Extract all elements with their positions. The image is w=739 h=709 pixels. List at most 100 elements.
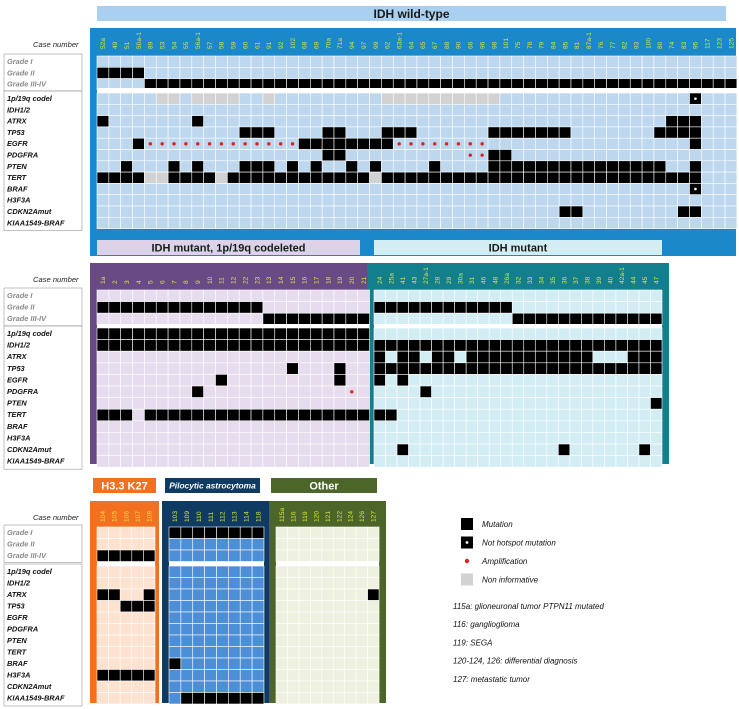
grid-cell bbox=[287, 549, 300, 562]
grid-cell bbox=[203, 217, 216, 229]
grid-cell bbox=[392, 67, 406, 79]
grid-cell bbox=[465, 301, 478, 314]
grid-cell bbox=[523, 149, 536, 162]
grid-cell bbox=[216, 565, 229, 578]
grid-cell bbox=[592, 327, 605, 340]
grid-cell bbox=[665, 104, 678, 116]
grid-cell bbox=[120, 67, 133, 79]
grid-cell bbox=[250, 67, 264, 79]
grid-cell bbox=[96, 408, 110, 422]
legend-label: Amplification bbox=[481, 557, 528, 566]
grid-cell bbox=[477, 327, 490, 340]
grid-cell bbox=[120, 350, 133, 364]
grid-cell bbox=[155, 160, 169, 173]
case-number: 123 bbox=[716, 38, 723, 49]
grid-cell bbox=[262, 408, 276, 422]
grid-cell bbox=[108, 443, 121, 456]
grid-cell bbox=[367, 600, 380, 613]
grid-cell bbox=[251, 669, 265, 682]
grid-cell bbox=[385, 455, 398, 468]
grid-cell bbox=[581, 301, 594, 314]
grid-cell bbox=[239, 577, 253, 590]
grid-cell bbox=[333, 374, 347, 387]
grid-cell bbox=[570, 205, 584, 218]
grid-cell bbox=[419, 327, 432, 340]
grid-cell bbox=[712, 205, 726, 218]
grid-cell bbox=[465, 374, 478, 387]
grid-cell bbox=[120, 171, 133, 184]
case-number: 100 bbox=[645, 38, 652, 49]
grid-cell bbox=[724, 183, 738, 195]
case-number: 118 bbox=[255, 511, 262, 522]
grid-cell bbox=[238, 194, 252, 207]
grid-cell bbox=[650, 455, 663, 468]
amplification-dot bbox=[480, 153, 484, 157]
grid-cell bbox=[523, 171, 536, 184]
grid-cell bbox=[369, 160, 382, 173]
gene-label: H3F3A bbox=[7, 196, 30, 205]
grid-cell bbox=[594, 183, 607, 195]
grid-cell bbox=[355, 565, 368, 578]
grid-cell bbox=[96, 646, 109, 659]
grid-cell bbox=[638, 455, 651, 468]
grid-cell bbox=[677, 194, 690, 207]
legend-swatch-amplification bbox=[464, 558, 470, 564]
grid-cell bbox=[419, 408, 432, 422]
grid-cell bbox=[227, 408, 240, 422]
grid-cell bbox=[638, 312, 651, 326]
grid-cell bbox=[132, 104, 145, 116]
grid-cell bbox=[227, 194, 240, 207]
amplification-dot bbox=[160, 142, 164, 146]
grid-cell bbox=[203, 115, 216, 128]
grid-cell bbox=[511, 312, 525, 326]
grid-cell bbox=[428, 55, 441, 68]
panel-title-box-wt bbox=[97, 6, 726, 21]
case-number: 20 bbox=[349, 276, 356, 284]
grid-cell bbox=[108, 149, 121, 162]
gene-label: H3F3A bbox=[7, 433, 30, 442]
grid-cell bbox=[369, 149, 382, 162]
grid-cell bbox=[108, 67, 121, 79]
grid-cell bbox=[96, 183, 110, 195]
grid-cell bbox=[168, 646, 182, 659]
grid-cell bbox=[120, 55, 133, 68]
grid-cell bbox=[488, 312, 502, 326]
grid-cell bbox=[653, 149, 667, 162]
grid-cell bbox=[262, 385, 276, 398]
case-number: 84 bbox=[551, 41, 558, 49]
grid-cell bbox=[558, 217, 572, 229]
gene-label: BRAF bbox=[7, 422, 28, 431]
grid-cell bbox=[321, 137, 335, 150]
grid-cell bbox=[558, 149, 572, 162]
grid-cell bbox=[465, 443, 478, 456]
grid-cell bbox=[629, 160, 643, 173]
grid-cell bbox=[238, 339, 252, 352]
grid-cell bbox=[367, 646, 380, 659]
grid-cell bbox=[665, 205, 678, 218]
grid-cell bbox=[144, 443, 157, 456]
case-number: 76 bbox=[598, 41, 605, 49]
grid-cell bbox=[618, 217, 631, 229]
grid-cell bbox=[373, 455, 386, 468]
grid-cell bbox=[650, 397, 663, 410]
grid-cell bbox=[120, 397, 133, 410]
grid-cell bbox=[546, 55, 560, 68]
case-number: 48 bbox=[492, 276, 499, 284]
gene-label: EGFR bbox=[7, 375, 28, 384]
grid-cell bbox=[523, 374, 536, 387]
grid-cell bbox=[604, 408, 617, 422]
grid-cell bbox=[345, 327, 359, 340]
grid-cell bbox=[369, 137, 382, 150]
grid-cell bbox=[487, 205, 501, 218]
grid-cell bbox=[357, 397, 370, 410]
grid-cell bbox=[712, 115, 726, 128]
grid-cell bbox=[416, 126, 430, 139]
legend-label: Not hotspot mutation bbox=[482, 539, 556, 548]
grid-cell bbox=[333, 301, 347, 314]
gene-label: PDGFRA bbox=[7, 625, 38, 634]
grid-cell bbox=[428, 104, 441, 116]
case-number: 42a-1 bbox=[619, 267, 626, 284]
row-separator bbox=[276, 562, 380, 566]
grid-cell bbox=[180, 577, 194, 590]
grid-cell bbox=[203, 432, 216, 445]
